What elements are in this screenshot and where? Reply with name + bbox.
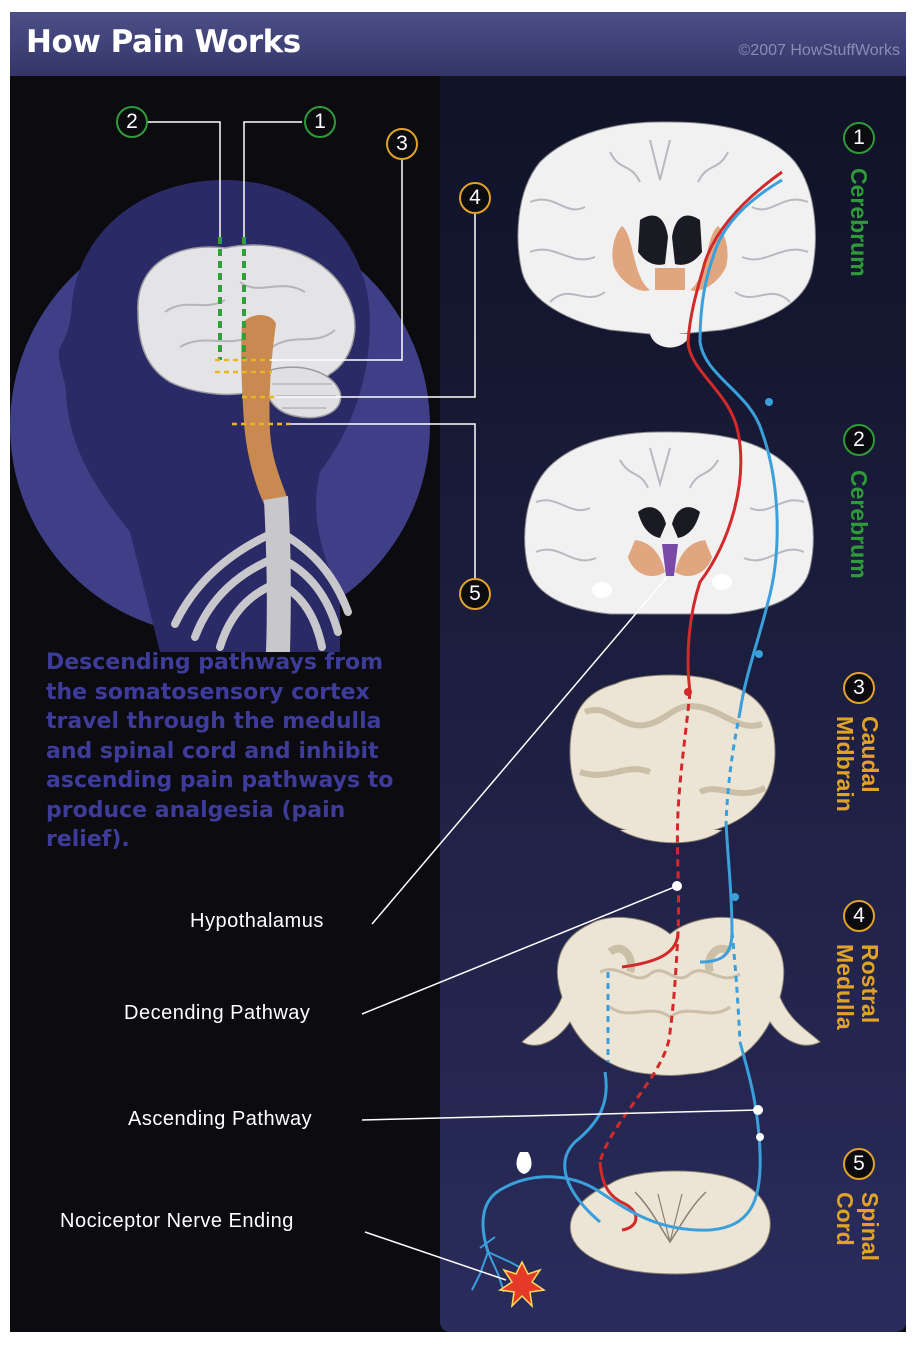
section-label-3: Caudal Midbrain bbox=[832, 716, 882, 812]
hypothalamus-label: Hypothalamus bbox=[190, 910, 324, 933]
spinal-column bbox=[264, 496, 291, 652]
head-marker-3: 3 bbox=[386, 128, 418, 160]
section-number-2: 2 bbox=[843, 424, 875, 456]
head-marker-2: 2 bbox=[116, 106, 148, 138]
section-number-1: 1 bbox=[843, 122, 875, 154]
spinal-cord-section bbox=[570, 1171, 770, 1274]
section-label-2: Cerebrum bbox=[846, 470, 871, 579]
descending-pathway-label: Decending Pathway bbox=[124, 1002, 310, 1025]
head-marker-1: 1 bbox=[304, 106, 336, 138]
section-number-4: 4 bbox=[843, 900, 875, 932]
section-label-5: Spinal Cord bbox=[832, 1192, 882, 1261]
rostral-medulla-section bbox=[522, 917, 820, 1075]
description-text: Descending pathways from the somatosenso… bbox=[46, 648, 426, 855]
section-label-1: Cerebrum bbox=[846, 168, 871, 277]
pain-burst-icon bbox=[500, 1262, 544, 1306]
head-marker-5: 5 bbox=[459, 578, 491, 610]
caudal-midbrain-section bbox=[570, 675, 775, 843]
hand-icon bbox=[517, 1152, 532, 1174]
head-marker-4: 4 bbox=[459, 182, 491, 214]
infographic: How Pain Works ©2007 HowStuffWorks bbox=[10, 12, 906, 1332]
ascending-pathway-label: Ascending Pathway bbox=[128, 1108, 312, 1131]
section-number-3: 3 bbox=[843, 672, 875, 704]
cerebrum-section-1 bbox=[518, 122, 815, 348]
section-label-4: Rostral Medulla bbox=[832, 944, 882, 1030]
nociceptor-label: Nociceptor Nerve Ending bbox=[60, 1210, 294, 1233]
section-number-5: 5 bbox=[843, 1148, 875, 1180]
